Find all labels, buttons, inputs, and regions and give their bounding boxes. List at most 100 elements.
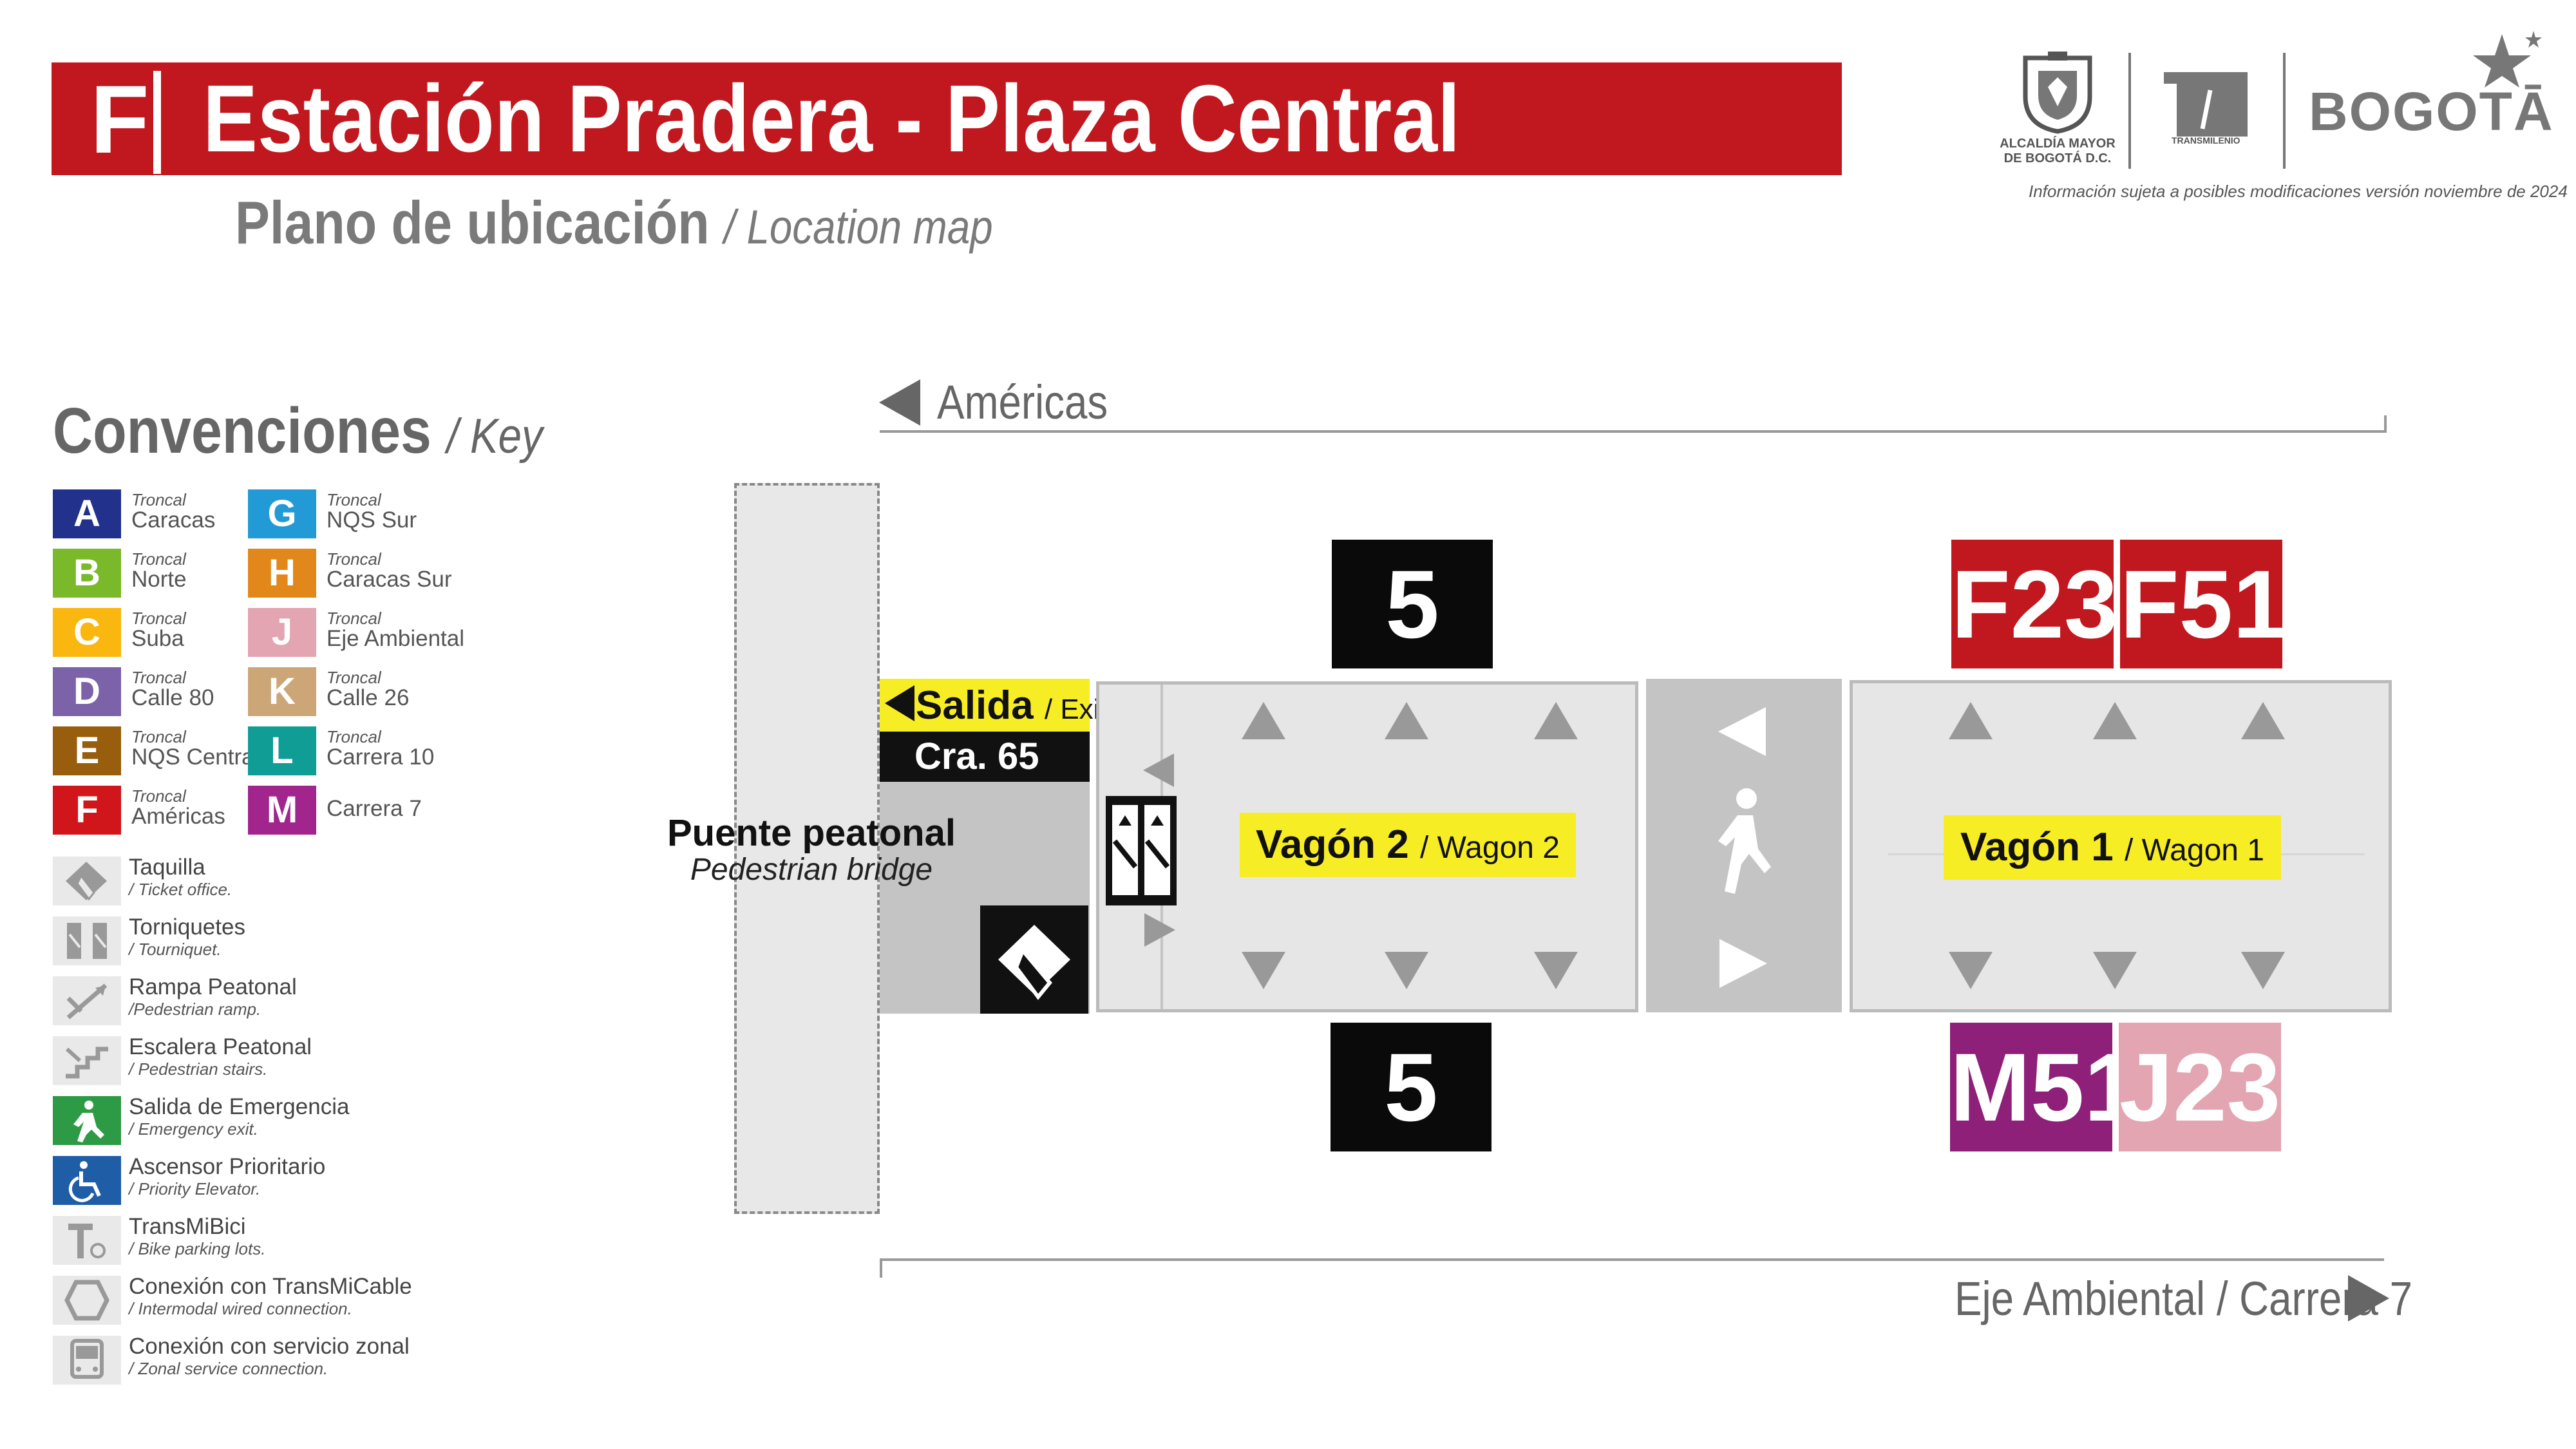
- service-icon-box: [53, 916, 121, 965]
- door-arrow-up-icon: [1242, 702, 1285, 743]
- service-icon-box: [53, 1216, 121, 1265]
- troncal-name: NQS Central: [131, 744, 260, 770]
- alcaldia-logo-text: ALCALDÍA MAYOR DE BOGOTÁ D.C.: [2000, 137, 2116, 166]
- service-icon-box: [53, 857, 121, 905]
- emergency-exit-icon: [73, 1101, 104, 1142]
- key-title-es: Convenciones: [53, 395, 431, 467]
- direction-americas: Américas: [937, 375, 1108, 429]
- service-title: Conexión con servicio zonal: [129, 1334, 410, 1359]
- arrow-left-icon: [1718, 707, 1766, 756]
- pedestrian-bridge: [734, 483, 880, 1214]
- troncal-badge: F: [53, 786, 121, 835]
- pedestrian-ramp-icon: [66, 983, 108, 1019]
- direction-line-bottom: [880, 1258, 2384, 1261]
- bridge-label: Puente peatonal Pedestrian bridge: [644, 813, 979, 886]
- page-subtitle: Plano de ubicación / Location map: [235, 188, 993, 258]
- service-subtitle: / Pedestrian stairs.: [129, 1059, 268, 1079]
- service-subtitle: / Emergency exit.: [129, 1119, 258, 1139]
- ticket-office: [980, 905, 1088, 1014]
- arrow-left-icon: [1143, 753, 1174, 787]
- service-icon-box: [53, 1036, 121, 1085]
- line-divider: [153, 71, 161, 174]
- door-arrow-up-icon: [2093, 702, 2137, 743]
- service-subtitle: / Bike parking lots.: [129, 1239, 266, 1258]
- wagon-2-label: Vagón 2 / Wagon 2: [1240, 813, 1576, 877]
- wagon-1-label-es: Vagón 1: [1960, 825, 2114, 869]
- troncal-badge: C: [53, 608, 121, 657]
- door-arrow-down-icon: [1385, 952, 1428, 992]
- bridge-title: Puente peatonal: [667, 812, 956, 854]
- door-arrow-up-icon: [1949, 702, 1993, 743]
- arrow-right-icon: [1719, 939, 1767, 988]
- door-arrow-up-icon: [1385, 702, 1428, 743]
- route-badge-f23: F23: [1951, 540, 2117, 668]
- wagon-2-label-en: / Wagon 2: [1419, 831, 1560, 865]
- turnstiles: [1106, 796, 1177, 905]
- door-arrow-down-icon: [1534, 952, 1578, 992]
- door-arrow-down-icon: [1949, 952, 1993, 992]
- priority-elevator-icon: [68, 1161, 101, 1202]
- service-subtitle: / Zonal service connection.: [129, 1359, 328, 1378]
- exit-label-es: Salida: [916, 683, 1034, 728]
- bogota-logo-text: BOGOTĀ: [2309, 81, 2554, 142]
- troncal-name: Calle 26: [327, 685, 410, 710]
- subtitle-es: Plano de ubicación: [235, 189, 710, 256]
- troncal-badge: A: [53, 489, 121, 538]
- troncal-badge: B: [53, 549, 121, 598]
- wagon-2-label-es: Vagón 2: [1256, 822, 1409, 867]
- transmilenio-logo-icon: [2164, 72, 2248, 137]
- zonal-bus-icon: [70, 1339, 104, 1379]
- troncal-name: Carrera 7: [327, 796, 422, 821]
- troncal-label: Troncal: [327, 727, 381, 746]
- service-title: Conexión con TransMiCable: [129, 1274, 412, 1299]
- troncal-badge: D: [53, 667, 121, 716]
- exit-sign: [880, 679, 1090, 732]
- service-title: Taquilla: [129, 855, 205, 880]
- troncal-label: Troncal: [131, 727, 186, 746]
- troncal-label: Troncal: [327, 668, 381, 687]
- logo-separator: [2128, 53, 2131, 169]
- service-icon-box: [53, 1156, 121, 1205]
- service-title: Escalera Peatonal: [129, 1034, 312, 1059]
- troncal-label: Troncal: [131, 490, 186, 509]
- direction-line-top: [880, 430, 2387, 433]
- station-title: Estación Pradera - Plaza Central: [203, 66, 1461, 172]
- wagon-1-label: Vagón 1 / Wagon 1: [1944, 815, 2281, 880]
- troncal-badge: E: [53, 726, 121, 775]
- troncal-name: Caracas Sur: [327, 567, 452, 592]
- pedestrian-stairs-icon: [65, 1046, 108, 1079]
- route-badge-w2-bottom: 5: [1331, 1023, 1492, 1151]
- troncal-label: Troncal: [327, 549, 381, 569]
- direction-eje-ambiental: Eje Ambiental / Carrera 7: [1955, 1272, 2412, 1325]
- direction-tick-bottom: [880, 1258, 882, 1278]
- service-subtitle: /Pedestrian ramp.: [129, 999, 261, 1019]
- door-arrow-down-icon: [2093, 952, 2137, 992]
- door-arrow-up-icon: [2241, 702, 2285, 743]
- troncal-name: Américas: [131, 804, 225, 829]
- troncal-name: Eje Ambiental: [327, 626, 465, 651]
- troncal-label: Troncal: [327, 490, 381, 509]
- disclaimer: Información sujeta a posibles modificaci…: [2029, 182, 2568, 201]
- service-icon-box: [53, 1096, 121, 1145]
- logo-separator: [2283, 53, 2286, 169]
- direction-tick-top: [2384, 415, 2387, 433]
- troncal-label: Troncal: [327, 609, 381, 628]
- troncal-name: Suba: [131, 626, 184, 651]
- exit-street-sign: [880, 732, 1090, 782]
- troncal-label: Troncal: [131, 549, 186, 569]
- route-badge-j23: J23: [2119, 1023, 2281, 1151]
- exit-label: Salida / Exit: [916, 681, 1108, 734]
- service-subtitle: / Priority Elevator.: [129, 1179, 261, 1198]
- arrow-left-icon: [879, 379, 920, 426]
- key-title-en: / Key: [446, 409, 543, 464]
- troncal-badge: K: [248, 667, 316, 716]
- service-subtitle: / Intermodal wired connection.: [129, 1299, 352, 1318]
- service-subtitle: / Tourniquet.: [129, 940, 222, 959]
- service-subtitle: / Ticket office.: [129, 880, 232, 899]
- arrow-right-icon: [2348, 1275, 2389, 1321]
- service-title: Torniquetes: [129, 914, 245, 940]
- turnstile-icon: [67, 923, 107, 959]
- turnstile-icon: [1112, 805, 1170, 895]
- route-badge-f51: F51: [2120, 540, 2286, 668]
- transmicable-icon: [64, 1280, 109, 1321]
